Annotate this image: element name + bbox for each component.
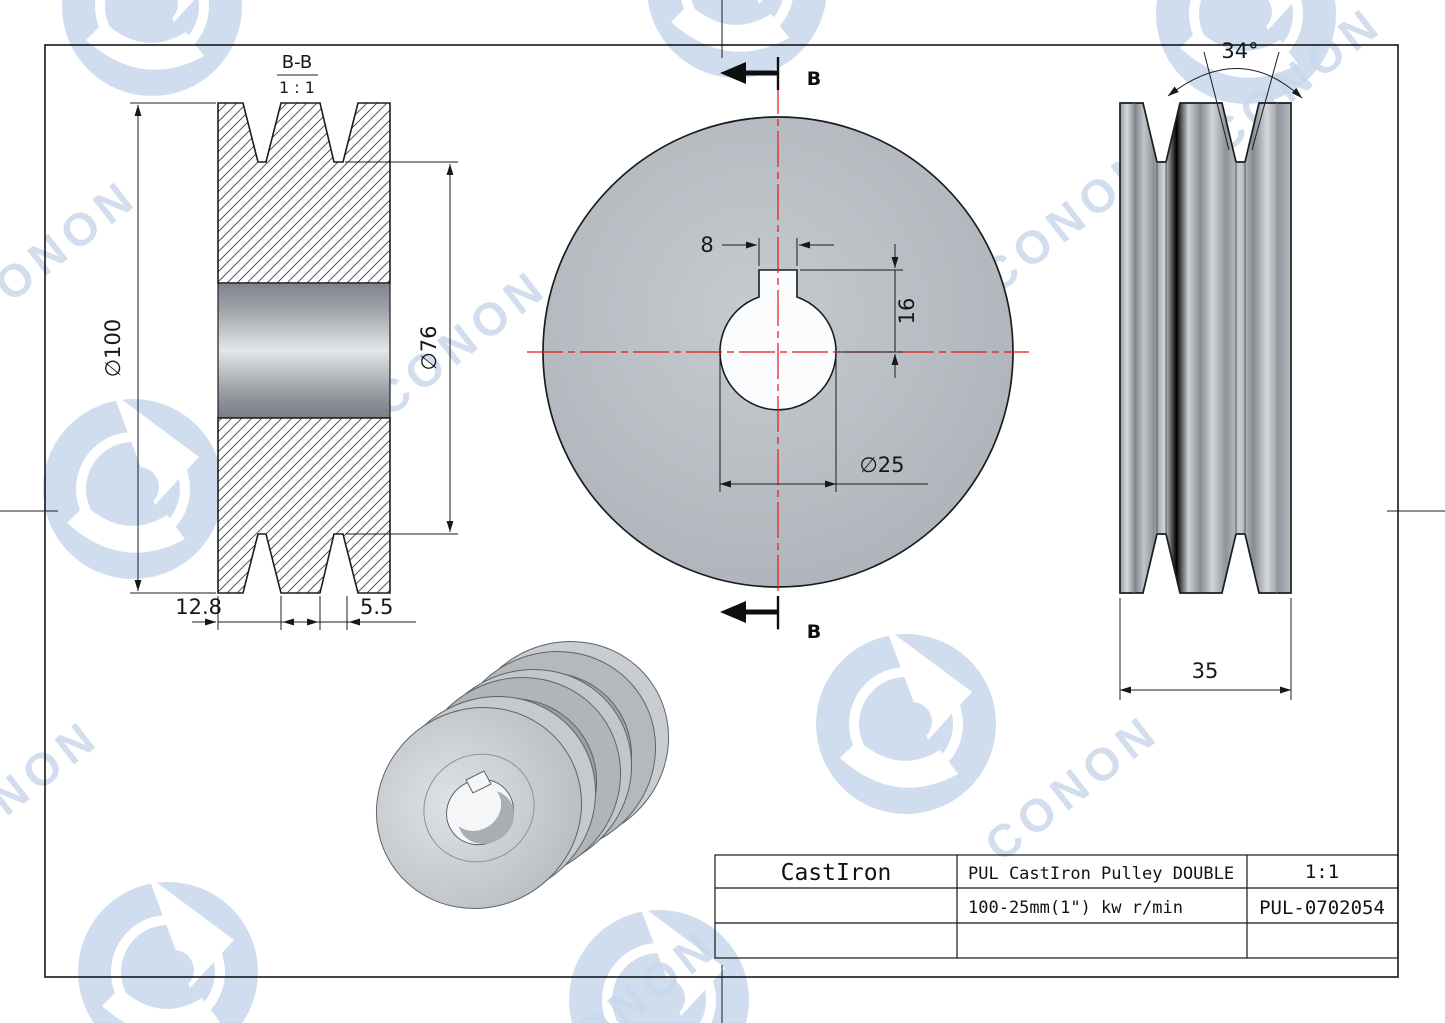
description-line-1: PUL CastIron Pulley DOUBLE <box>968 864 1234 884</box>
section-hub-band <box>217 282 391 419</box>
dim-keyway-width: 8 <box>700 233 834 266</box>
side-view: 34° 35 <box>1119 39 1303 700</box>
conon-watermark-text: CONON <box>0 708 109 876</box>
conon-logo-watermark <box>816 628 996 814</box>
dim-root-diameter: ∅76 <box>345 161 458 535</box>
iso-hub-edge <box>423 753 535 863</box>
conon-watermark-text: CONON <box>0 168 147 336</box>
drawing-number-cell: PUL-0702054 <box>1259 897 1385 919</box>
dim-keyway-depth-text: 16 <box>895 298 919 325</box>
dim-overall-width-text: 35 <box>1192 659 1219 683</box>
conon-watermark-text: CONON <box>975 703 1170 871</box>
dim-groove-land-text: 5.5 <box>360 595 393 619</box>
title-block-frame <box>714 854 1399 959</box>
dim-face-to-groove-text: 12.8 <box>175 595 222 619</box>
scale-cell: 1:1 <box>1305 861 1339 883</box>
section-top-rim-hatch <box>217 102 391 284</box>
section-scale: 1 : 1 <box>279 78 315 97</box>
dim-keyway-width-text: 8 <box>700 233 713 257</box>
section-arrow-icon <box>720 62 746 84</box>
section-cut-marker-bottom: B <box>720 596 821 643</box>
dim-groove-angle: 34° <box>1167 39 1303 151</box>
conon-logo-watermark <box>43 393 223 579</box>
dim-overall-width: 35 <box>1119 598 1292 700</box>
section-cut-marker-top: B <box>720 57 821 90</box>
isometric-view <box>375 640 670 910</box>
dim-outer-diameter-text: ∅100 <box>101 319 125 377</box>
section-bottom-rim-hatch <box>217 417 391 594</box>
conon-logo-watermark <box>78 876 258 1023</box>
section-view: B-B 1 : 1 ∅100 ∅76 <box>101 52 458 630</box>
title-block: CastIron PUL CastIron Pulley DOUBLE 100-… <box>714 854 1399 959</box>
iso-bore-hole <box>450 783 502 831</box>
bore-with-keyway <box>719 269 837 411</box>
material-cell: CastIron <box>781 860 892 886</box>
dim-outer-diameter: ∅100 <box>101 102 216 594</box>
description-line-2: 100-25mm(1") kw r/min <box>968 898 1183 918</box>
side-profile <box>1119 102 1292 594</box>
conon-logo-watermark <box>62 0 242 96</box>
dim-bore-text: ∅25 <box>859 453 904 477</box>
front-view: 8 16 ∅25 B B <box>527 57 1029 643</box>
section-marker-letter: B <box>807 621 821 643</box>
conon-watermark-text: CONON <box>363 258 558 426</box>
iso-keyway <box>465 770 492 794</box>
dim-groove-angle-text: 34° <box>1221 39 1258 63</box>
dim-root-diameter-text: ∅76 <box>417 325 441 370</box>
dim-keyway-depth: 16 <box>800 244 919 378</box>
section-marker-letter: B <box>807 68 821 90</box>
dim-bore: ∅25 <box>719 356 928 492</box>
dim-groove-position: 12.8 5.5 <box>175 595 416 630</box>
section-label: B-B <box>282 52 313 73</box>
section-arrow-icon <box>720 601 746 623</box>
